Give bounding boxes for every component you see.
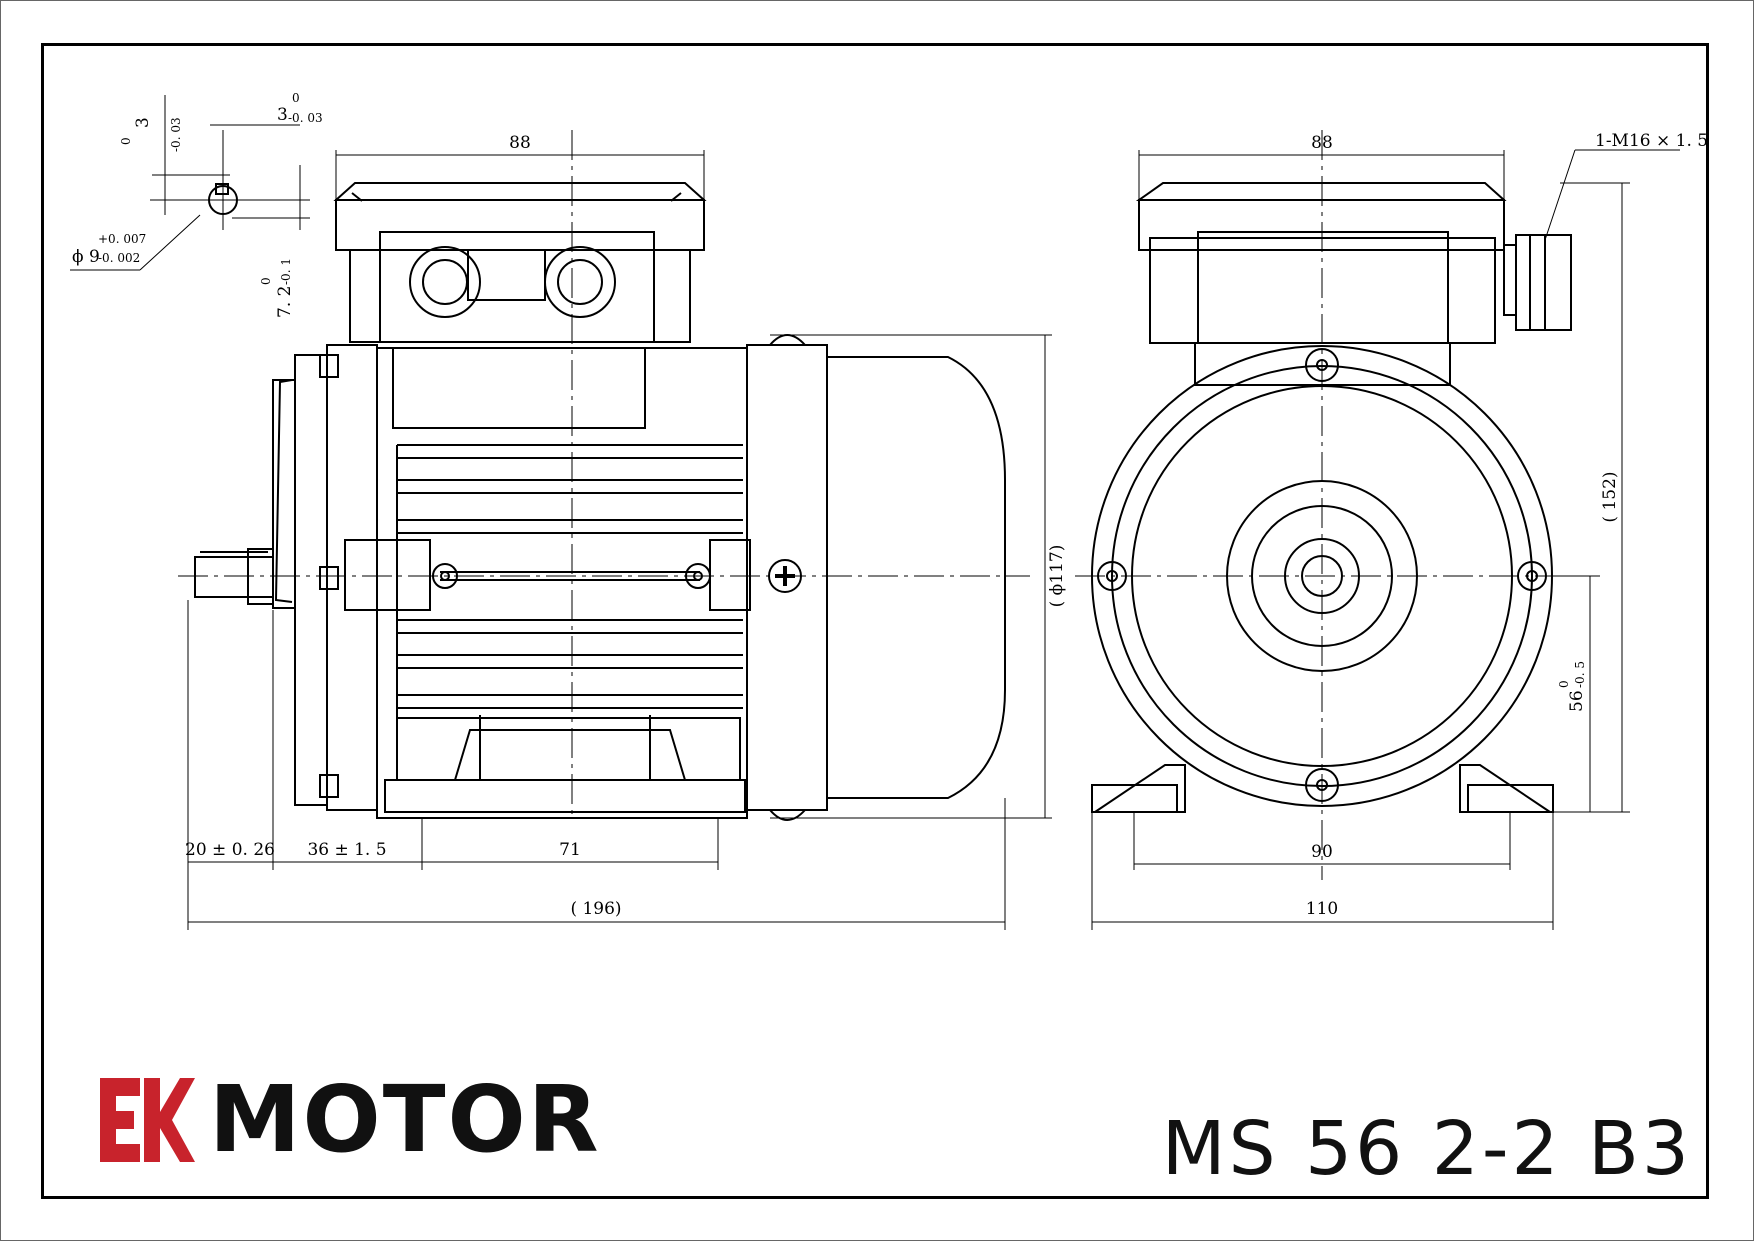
dim-foot-width: 110 xyxy=(1306,899,1338,919)
fan-cover-side xyxy=(746,334,1006,821)
dim-foot-spacing: 71 xyxy=(559,840,581,860)
dim-key-height-tol-upper: 0 xyxy=(119,137,133,145)
ek-logo-mark-icon xyxy=(100,1078,195,1162)
model-designation: MS 56 2-2 B3 xyxy=(1161,1106,1692,1192)
end-dimension-lines xyxy=(1091,149,1680,930)
dim-shaft-height-tol-lower: -0. 5 xyxy=(1573,661,1587,688)
dim-shaft-height-tol-upper: 0 xyxy=(1557,680,1571,688)
dim-shaft-dia: ϕ 9 xyxy=(72,247,100,267)
shaft xyxy=(194,548,274,605)
dim-shaft-dia-tol-upper: +0. 007 xyxy=(98,232,146,246)
terminal-box-end xyxy=(1135,182,1572,344)
dim-key-width: 3 xyxy=(277,105,288,125)
dim-side-terminal-box-width: 88 xyxy=(509,133,531,153)
dim-key-height: 3 xyxy=(133,117,153,128)
dim-overall-length: ( 196) xyxy=(570,899,621,919)
dim-flange-to-foot: 36 ± 1. 5 xyxy=(307,840,386,860)
dim-keyway-depth: 7. 2 xyxy=(275,286,295,318)
drawing-frame xyxy=(41,43,1709,1199)
dim-shaft-dia-tol-lower: -0. 002 xyxy=(98,251,140,265)
dim-shaft-length: 20 ± 0. 26 xyxy=(185,840,275,860)
dim-keyway-depth-tol-upper: 0 xyxy=(259,277,273,285)
terminal-box-side xyxy=(333,182,707,343)
shaft-detail xyxy=(70,95,310,271)
housing-end xyxy=(1091,342,1554,813)
dim-overall-height: ( 152) xyxy=(1600,471,1620,522)
dim-shaft-height: 56 xyxy=(1567,690,1587,712)
dim-cable-gland: 1-M16 × 1. 5 xyxy=(1595,131,1708,151)
dim-end-terminal-box-width: 88 xyxy=(1311,133,1333,153)
dim-key-width-tol-upper: 0 xyxy=(292,91,300,105)
dim-key-width-tol-lower: -0. 03 xyxy=(288,111,323,125)
brand-name: MOTOR xyxy=(209,1066,601,1173)
dim-key-height-tol-lower: -0. 03 xyxy=(169,117,183,152)
flange xyxy=(272,344,378,811)
side-dimension-lines xyxy=(187,150,1052,930)
end-view xyxy=(1075,130,1680,930)
dim-keyway-depth-tol-lower: -0. 1 xyxy=(279,258,293,285)
brand-logo: MOTOR xyxy=(100,1070,601,1170)
dim-foot-hole-spacing: 90 xyxy=(1311,842,1333,862)
dim-height-dia: ( ϕ117) xyxy=(1047,545,1067,608)
side-view xyxy=(70,95,1052,930)
motor-body-fins xyxy=(344,347,751,819)
